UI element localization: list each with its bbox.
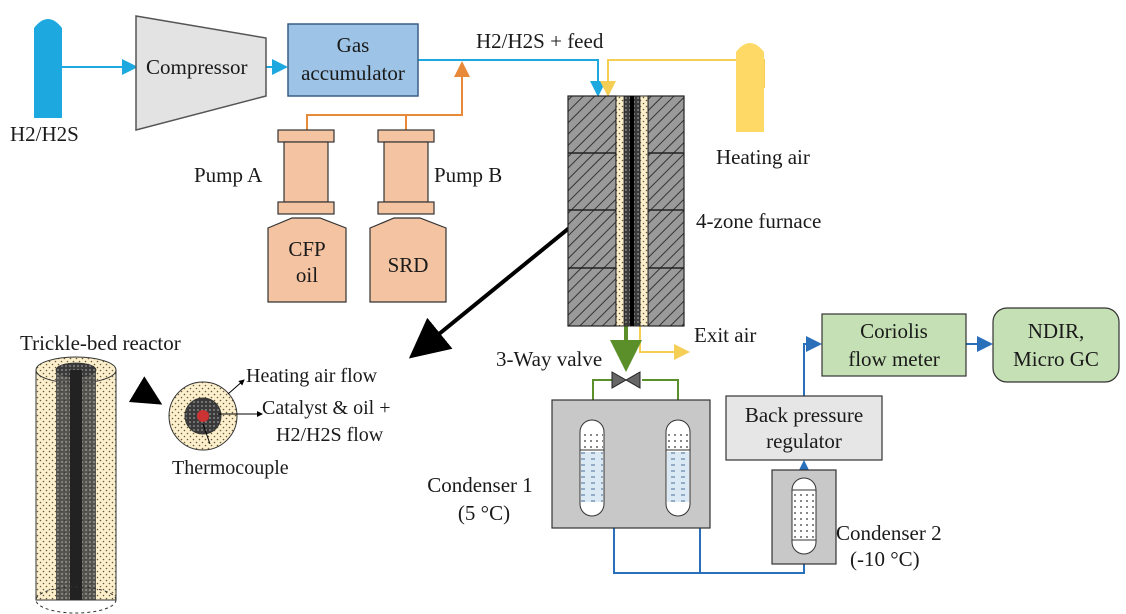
ndir-micro-gc	[992, 307, 1120, 383]
gas-accumulator	[287, 23, 419, 97]
trickle-bed-label: Trickle-bed reactor	[20, 331, 181, 355]
accumulator-label-2: accumulator	[301, 61, 405, 85]
pump-b-top	[377, 129, 435, 143]
exit-air-label: Exit air	[694, 323, 756, 347]
condenser2-label-1: Condenser 2	[836, 521, 942, 545]
catalyst-label-2: H2/H2S flow	[276, 424, 384, 446]
condenser-2-vessel	[791, 477, 817, 555]
bpr-label-2: regulator	[766, 429, 842, 453]
gas-source-label: H2/H2S	[10, 122, 79, 146]
pump-a-bottom	[277, 201, 335, 215]
thermocouple-label: Thermocouple	[172, 457, 289, 479]
pump-a-label: Pump A	[194, 163, 263, 187]
pump-a-top	[277, 129, 335, 143]
compressor	[135, 15, 267, 131]
trickle-bed-reactor	[35, 356, 117, 614]
gas-cylinder-icon	[34, 19, 62, 118]
ndir-label-2: Micro GC	[1013, 347, 1099, 371]
furnace-label: 4-zone furnace	[696, 209, 821, 233]
pump-b-label: Pump B	[434, 163, 502, 187]
three-way-valve-label: 3-Way valve	[496, 347, 602, 371]
pump-b	[383, 141, 429, 203]
srd-label: SRD	[388, 253, 429, 277]
cfp-label-1: CFP	[288, 237, 325, 261]
back-pressure-regulator	[725, 395, 883, 461]
coriolis-flow-meter	[821, 313, 967, 377]
four-zone-furnace	[567, 95, 685, 327]
accumulator-label-1: Gas	[337, 33, 370, 57]
heating-air-flow-label: Heating air flow	[246, 365, 378, 387]
pump-b-bottom	[377, 201, 435, 215]
srd-tank	[369, 217, 447, 303]
bpr-label-1: Back pressure	[745, 403, 863, 427]
heating-air-pointer	[227, 379, 245, 395]
heating-air-label: Heating air	[716, 145, 810, 169]
cfp-label-2: oil	[296, 263, 318, 287]
cross-section-arrow	[128, 376, 163, 405]
coriolis-label-2: flow meter	[848, 347, 940, 371]
coriolis-label-1: Coriolis	[860, 319, 928, 343]
pump-a	[283, 141, 329, 203]
catalyst-label-1: Catalyst & oil +	[262, 397, 391, 419]
cfp-oil-tank	[267, 217, 347, 303]
compressor-label: Compressor	[146, 55, 248, 79]
reactor-cross-section	[168, 381, 238, 451]
condenser-1-vessel-b	[665, 419, 691, 517]
feed-line	[418, 59, 606, 97]
condenser1-label-1: Condenser 1	[427, 473, 533, 497]
heating-air-cylinder-icon	[736, 43, 764, 132]
thermocouple-pointer	[202, 423, 211, 445]
condenser2-label-2: (-10 °C)	[850, 547, 920, 571]
three-way-valve-icon	[611, 371, 641, 389]
exit-air-line	[639, 325, 690, 360]
condenser-1-vessel-a	[579, 419, 605, 517]
condenser1-label-2: (5 °C)	[458, 501, 510, 525]
feed-line-label: H2/H2S + feed	[476, 29, 604, 53]
oil-line	[306, 61, 470, 130]
bpr-outlet	[803, 336, 822, 396]
ndir-label-1: NDIR,	[1028, 319, 1085, 343]
